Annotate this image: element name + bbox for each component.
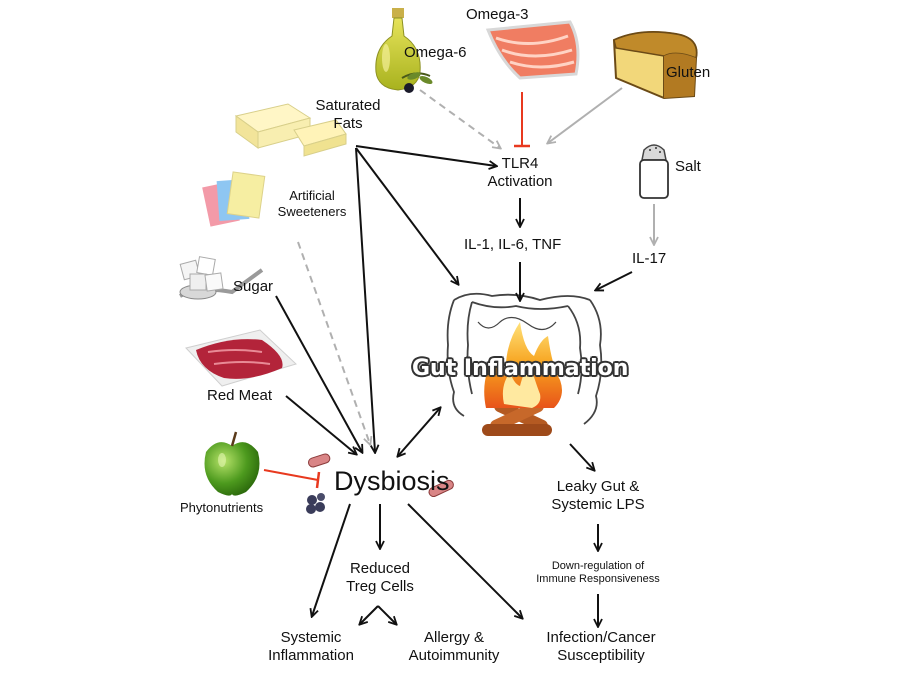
label-red-meat: Red Meat [207,387,273,404]
label-leaky-gut: Leaky Gut & Systemic LPS [538,478,658,514]
label-allergy-autoimmunity: Allergy & Autoimmunity [392,629,516,665]
arrow-fats-dysbiosis [355,147,375,452]
label-il17: IL-17 [632,250,667,267]
label-tlr4-line2: Activation [487,173,553,190]
label-sugar: Sugar [233,278,274,295]
label-infection-cancer: Infection/Cancer Susceptibility [526,629,676,665]
label-leaky-gut-line1: Leaky Gut & [556,478,640,495]
arrow-fats-gut [355,147,458,284]
label-down-regulation-line2: Immune Responsiveness [536,573,660,586]
arrow-treg-systemic [360,605,379,624]
label-omega3: Omega-3 [466,6,529,23]
raw-meat-icon [185,329,297,387]
label-saturated-fats-line1: Saturated [315,97,381,114]
arrow-meat-dysbiosis [285,395,356,454]
label-allergy-line2: Autoimmunity [408,647,500,664]
label-gluten: Gluten [666,64,711,81]
inhibit-phyto-dysbiosis-bar [315,471,321,489]
inhibit-phyto-dysbiosis [263,469,319,481]
label-down-regulation: Down-regulation of Immune Responsiveness [528,560,668,586]
arrow-il17-gut [596,271,633,290]
arrow-fats-tlr4 [355,145,496,166]
olive-oil-bottle-icon [375,8,433,93]
apple-icon [204,431,260,496]
sweetener-packets-icon [202,171,266,227]
label-infection-line2: Susceptibility [557,647,645,664]
label-omega6: Omega-6 [404,44,467,61]
butter-icon [234,103,347,157]
label-tlr4-line1: TLR4 [501,155,539,172]
label-systemic-inflammation-line1: Systemic [280,629,342,646]
label-cytokines: IL-1, IL-6, TNF [464,236,562,253]
label-salt: Salt [675,158,701,175]
arrow-dysbiosis-gut-bidirectional [398,408,440,456]
label-reduced-treg-line2: Treg Cells [346,578,414,595]
label-dysbiosis: Dysbiosis [334,466,450,496]
bacteria-icon [306,453,454,514]
label-artificial-sweeteners: Artificial Sweeteners [264,188,360,219]
arrow-dysbiosis-systemic [312,503,351,616]
label-systemic-inflammation: Systemic Inflammation [256,629,366,665]
arrow-gut-leaky [569,443,594,470]
label-allergy-line1: Allergy & [423,629,485,646]
sugar-spoon-icon [179,256,264,300]
arrow-sugar-dysbiosis [275,295,362,452]
label-systemic-inflammation-line2: Inflammation [268,647,354,664]
salmon-icon [485,20,580,80]
campfire-icon [482,322,562,436]
label-reduced-treg: Reduced Treg Cells [330,560,430,596]
label-artificial-sweeteners-line2: Sweeteners [277,203,347,219]
label-saturated-fats: Saturated Fats [300,97,396,133]
arrow-dysbiosis-infection [407,503,522,618]
arrow-omega6-tlr4 [419,89,500,148]
label-saturated-fats-line2: Fats [333,115,363,132]
label-down-regulation-line1: Down-regulation of [551,560,645,572]
salt-shaker-icon [639,144,669,199]
label-tlr4: TLR4 Activation [470,155,570,191]
arrow-gluten-tlr4 [548,87,623,143]
label-phytonutrients: Phytonutrients [180,500,264,515]
label-artificial-sweeteners-line1: Artificial [289,188,335,203]
label-leaky-gut-line2: Systemic LPS [551,496,645,513]
label-infection-line1: Infection/Cancer [546,629,656,646]
arrow-treg-allergy [377,605,396,624]
bread-icon [612,31,698,100]
label-gut-inflammation: Gut Inflammation [412,356,629,381]
label-reduced-treg-line1: Reduced [349,560,411,577]
